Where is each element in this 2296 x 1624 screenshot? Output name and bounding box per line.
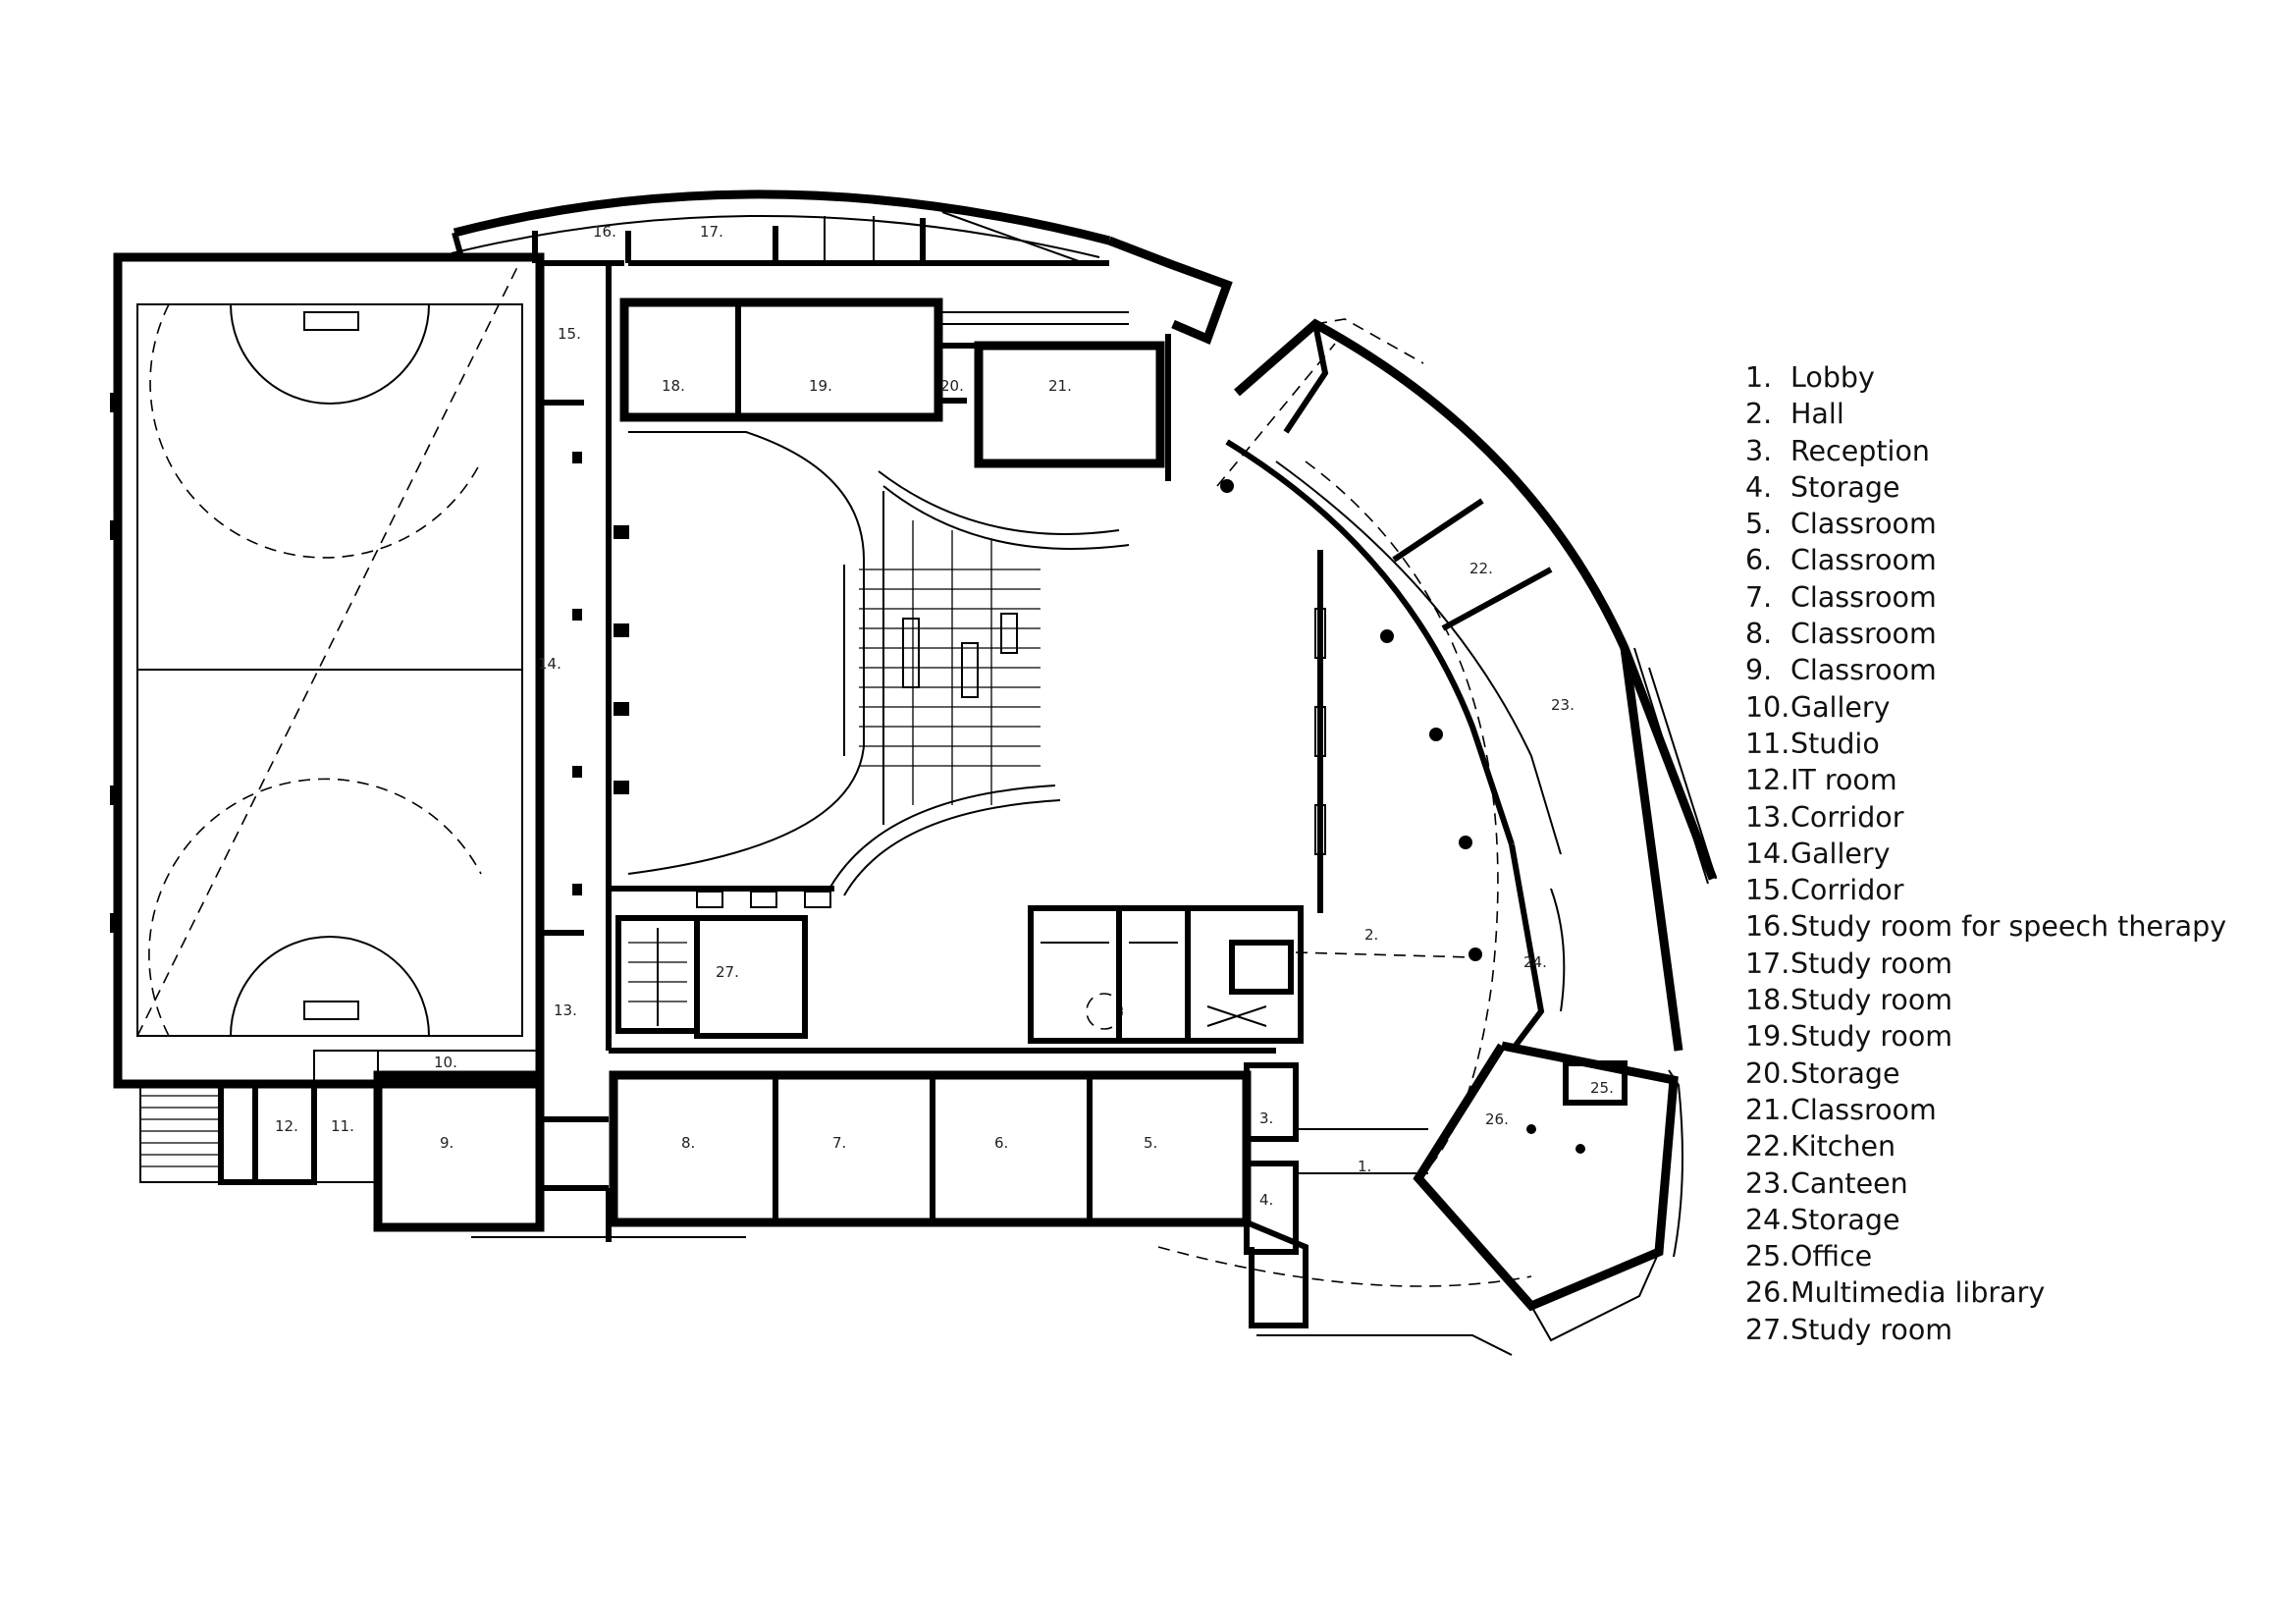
north-wing [451,189,1233,346]
plan-label-21: 21. [1048,377,1072,395]
legend-item: 12.IT room [1745,764,1897,797]
legend-item: 23.Canteen [1745,1166,1908,1200]
legend-item: 2.Hall [1745,398,1844,431]
plan-label-22: 22. [1469,560,1493,577]
plan-label-2: 2. [1364,926,1378,944]
plan-label-8: 8. [681,1134,695,1152]
legend-item: 25.Office [1745,1240,1873,1273]
legend-item: 4.Storage [1745,470,1900,504]
plan-label-12: 12. [275,1117,298,1135]
legend-item: 26.Multimedia library [1745,1276,2046,1310]
room-legend: 1.Lobby 2.Hall 3.Reception 4.Storage 5.C… [1745,359,2226,1348]
plan-room-numbers: 1. 2. 3. 4. 5. 6. 7. 8. 9. 10. 11. 12. 1… [275,223,1614,1209]
legend-item: 10.Gallery [1745,690,1891,724]
plan-label-25: 25. [1590,1079,1614,1097]
plan-label-19: 19. [809,377,832,395]
legend-item: 19.Study room [1745,1020,1953,1054]
plan-label-7: 7. [832,1134,846,1152]
plan-label-16: 16. [593,223,616,241]
legend-item: 22.Kitchen [1745,1130,1896,1164]
north-rooms [619,298,1171,481]
plan-label-20: 20. [940,377,964,395]
legend-item: 13.Corridor [1745,800,1904,834]
legend-item: 14.Gallery [1745,837,1891,870]
east-wing [1157,318,1718,1342]
sports-court [110,252,545,1183]
plan-label-5: 5. [1144,1134,1157,1152]
plan-label-11: 11. [331,1117,354,1135]
plan-label-4: 4. [1259,1191,1273,1209]
entrance-steps [139,1083,222,1183]
plan-label-9: 9. [440,1134,454,1152]
plan-label-17: 17. [700,223,723,241]
legend-item: 11.Studio [1745,727,1880,760]
legend-item: 6.Classroom [1745,544,1937,577]
legend-item: 8.Classroom [1745,618,1937,651]
plan-label-3: 3. [1259,1110,1273,1127]
legend-item: 27.Study room [1745,1313,1953,1346]
plan-label-1: 1. [1358,1158,1371,1175]
legend-item: 15.Corridor [1745,874,1904,907]
plan-label-18: 18. [662,377,685,395]
legend-item: 17.Study room [1745,947,1953,980]
plan-label-15: 15. [558,325,581,343]
plan-label-6: 6. [994,1134,1008,1152]
legend-item: 24.Storage [1745,1203,1900,1236]
plan-label-13: 13. [554,1001,577,1019]
central-core [615,905,1304,1044]
legend-item: 5.Classroom [1745,508,1937,541]
legend-item: 16.Study room for speech therapy [1745,910,2227,944]
auditorium [606,431,1326,913]
legend-item: 1.Lobby [1745,361,1875,394]
west-small-rooms [218,1050,540,1185]
plan-label-10: 10. [434,1054,457,1071]
legend-item: 9.Classroom [1745,654,1937,687]
legend-item: 20.Storage [1745,1056,1900,1090]
plan-label-23: 23. [1551,696,1575,714]
plan-label-14: 14. [538,655,561,673]
legend-item: 3.Reception [1745,434,1930,467]
legend-item: 18.Study room [1745,984,1953,1017]
legend-item: 7.Classroom [1745,580,1937,614]
plan-label-27: 27. [716,963,739,981]
south-wing [373,1048,1513,1356]
legend-item: 21.Classroom [1745,1093,1937,1126]
plan-label-26: 26. [1485,1110,1509,1128]
plan-label-24: 24. [1523,953,1547,971]
